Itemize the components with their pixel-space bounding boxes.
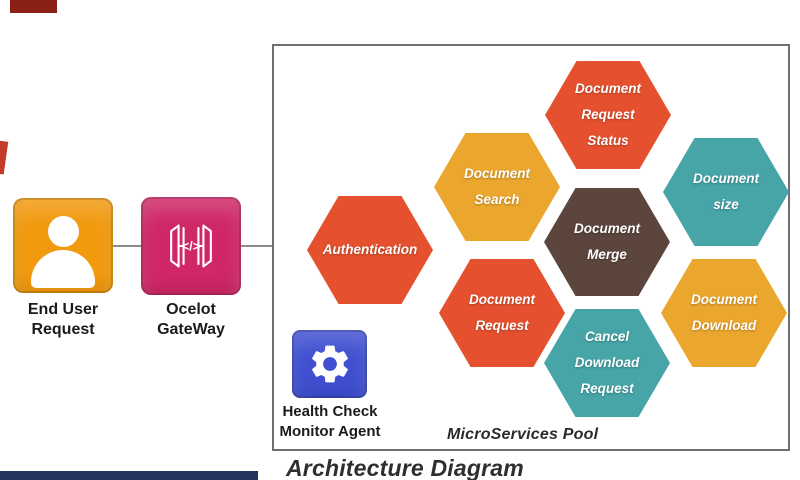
hexagon-authentication: Authentication xyxy=(307,196,433,304)
connector-gateway-pool xyxy=(241,245,274,247)
hexagon-document-request: Document Request xyxy=(439,259,565,367)
hexagon-document-merge: Document Merge xyxy=(544,188,670,296)
connector-user-gateway xyxy=(113,245,141,247)
end-user-label: End User Request xyxy=(27,301,99,338)
user-icon-body xyxy=(31,250,95,288)
pool-title: MicroServices Pool xyxy=(447,426,599,443)
hexagon-document-size: Document size xyxy=(663,138,789,246)
user-icon xyxy=(48,216,79,247)
gateway-label: Ocelot GateWay xyxy=(157,301,225,338)
code-glyph: </> xyxy=(182,238,201,253)
hexagon-document-download: Document Download xyxy=(661,259,787,367)
hexagon-document-search: Document Search xyxy=(434,133,560,241)
gateway-icon: </> xyxy=(141,197,241,295)
top-left-decoration xyxy=(10,0,57,13)
health-check-icon xyxy=(292,330,367,398)
left-edge-decoration xyxy=(0,140,9,175)
gear-icon xyxy=(307,341,353,387)
diagram-caption: Architecture Diagram xyxy=(286,455,524,480)
gateway-glyph: </> xyxy=(170,224,212,268)
microservices-pool-box: Authentication Document Search Document … xyxy=(272,44,790,451)
bottom-bar-decoration xyxy=(0,471,258,480)
end-user-icon xyxy=(13,198,113,293)
hexagon-document-request-status: Document Request Status xyxy=(545,61,671,169)
health-check-label: Health Check Monitor Agent xyxy=(279,403,381,440)
hexagon-cancel-download-request: Cancel Download Request xyxy=(544,309,670,417)
